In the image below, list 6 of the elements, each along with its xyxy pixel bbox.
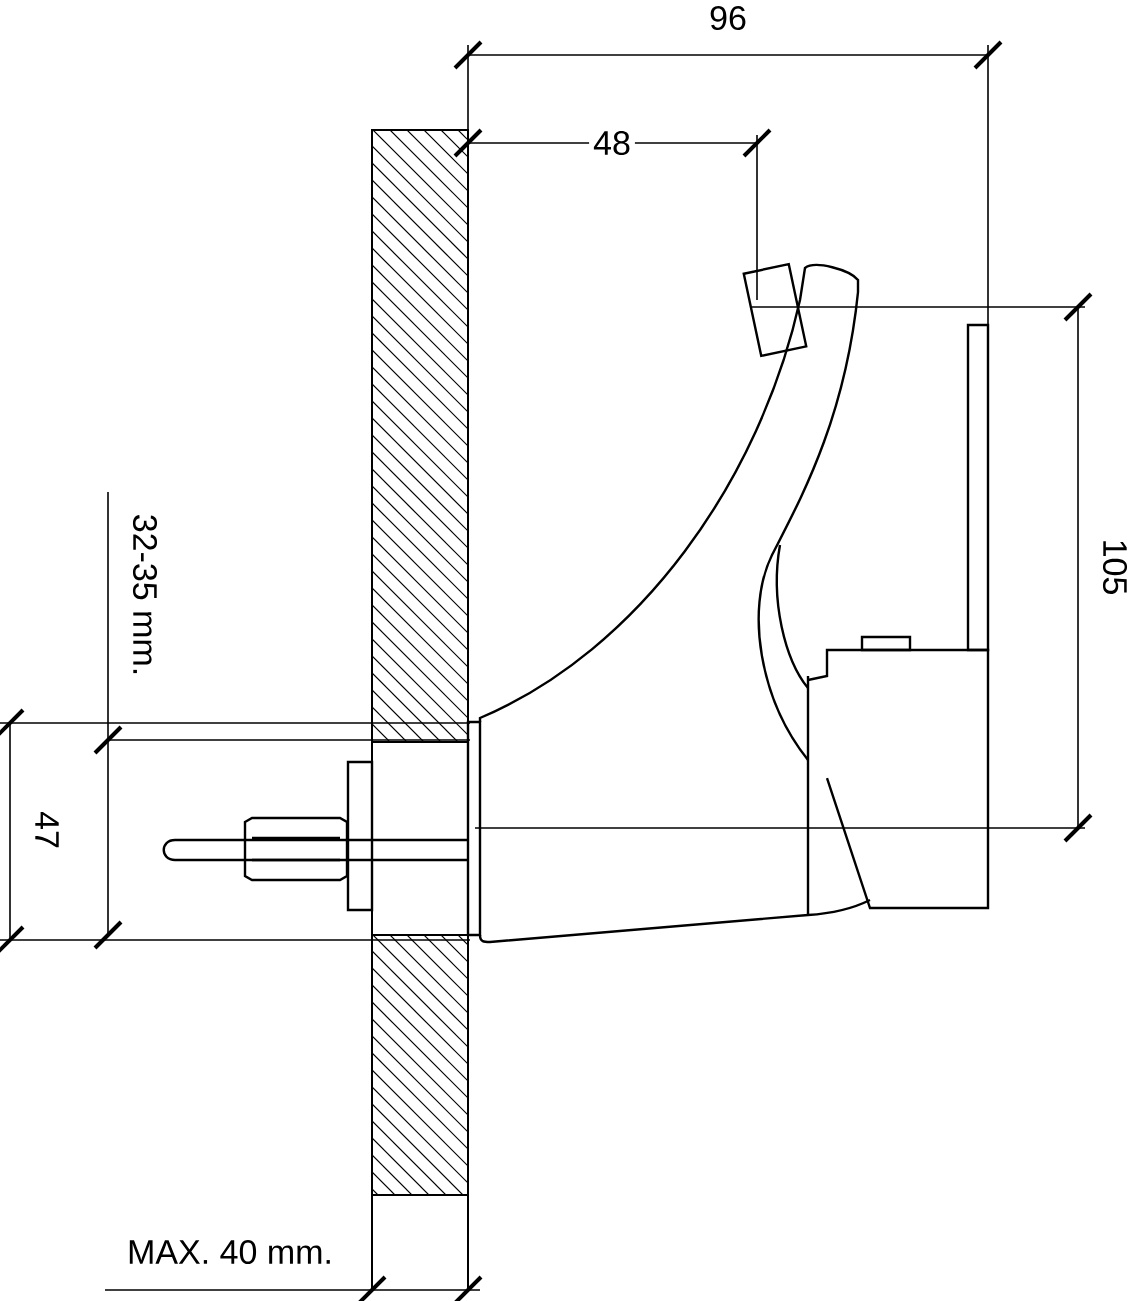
dimension-label: 47	[35, 811, 59, 848]
dimension-label: MAX. 40 mm.	[129, 1239, 330, 1265]
dimension-label: 105	[1102, 541, 1128, 594]
dimension-label: 32-35 mm.	[132, 515, 158, 674]
dimension-label: 96	[710, 5, 746, 31]
dimension-label: 48	[589, 126, 635, 160]
